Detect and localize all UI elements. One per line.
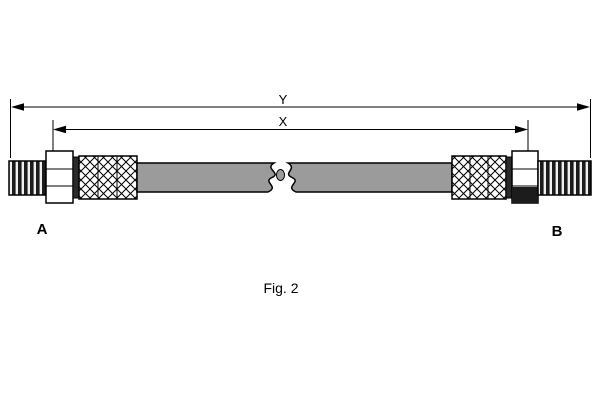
right-hex-nut-shadow bbox=[512, 187, 538, 203]
right-crimp-collar bbox=[451, 155, 507, 200]
left-collar-flange bbox=[72, 156, 80, 199]
dimension-y: Y bbox=[10, 92, 591, 158]
arrowhead-x-left bbox=[53, 125, 66, 134]
dimension-x: X bbox=[52, 114, 529, 151]
end-label-b: B bbox=[552, 223, 563, 240]
right-threaded-stud bbox=[537, 160, 592, 196]
hose-left-segment bbox=[136, 162, 277, 193]
left-crimp-collar-knurl bbox=[79, 156, 137, 199]
dimension-label-x: X bbox=[279, 114, 288, 129]
figure-caption: Fig. 2 bbox=[263, 280, 298, 296]
left-hex-nut bbox=[45, 150, 74, 204]
hose-right-segment bbox=[285, 162, 453, 193]
end-label-a: A bbox=[37, 221, 48, 238]
dimension-label-y: Y bbox=[279, 92, 288, 107]
right-crimp-collar-knurl bbox=[452, 156, 506, 199]
left-threaded-stud bbox=[8, 160, 47, 196]
right-collar-flange bbox=[505, 156, 513, 199]
right-hex-nut bbox=[511, 150, 539, 204]
left-hex-nut-body bbox=[45, 150, 74, 204]
left-crimp-collar bbox=[78, 155, 138, 200]
hose-break-fragment bbox=[276, 169, 285, 181]
arrowhead-x-right bbox=[515, 125, 528, 134]
arrowhead-y-left bbox=[11, 103, 24, 111]
arrowhead-y-right bbox=[577, 103, 590, 111]
hose-assembly bbox=[8, 150, 592, 204]
